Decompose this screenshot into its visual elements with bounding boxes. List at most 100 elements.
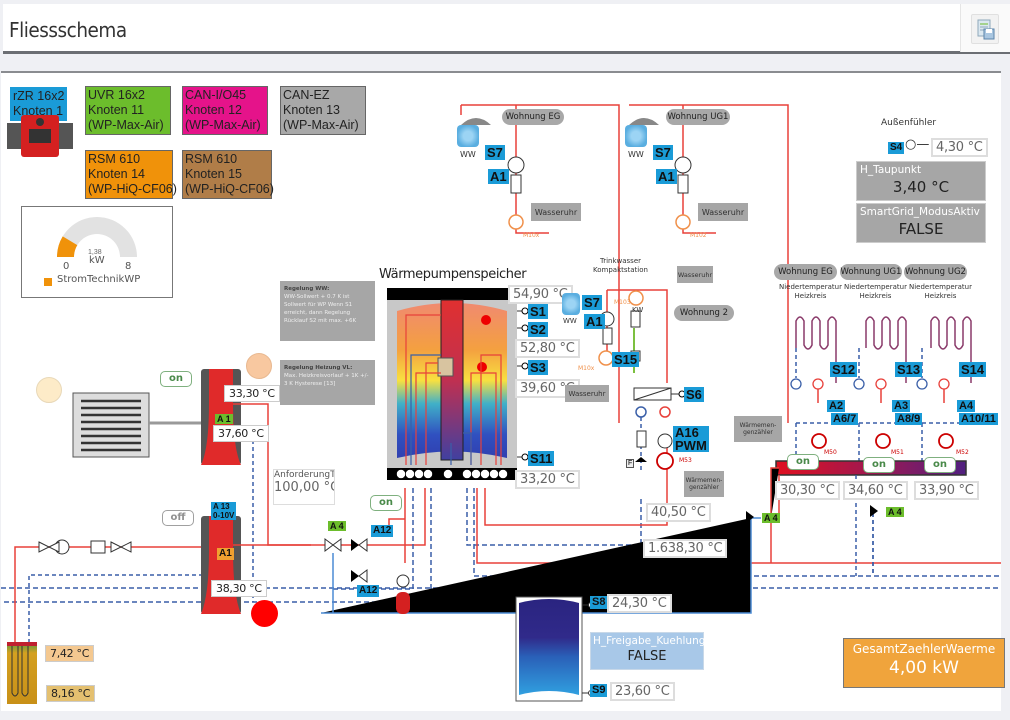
mixer-a10-11[interactable]: A10/11 xyxy=(959,413,998,425)
water-meter-note-eg: Wasseruhr xyxy=(531,203,581,221)
sensor-s6[interactable]: S6 xyxy=(684,387,704,402)
ww-label-station: WW xyxy=(563,317,577,325)
hc-apartment-ug2: Wohnung UG2 xyxy=(904,264,967,280)
meter-m103: M103 xyxy=(614,299,631,306)
sensor-s11[interactable]: S11 xyxy=(528,451,555,466)
save-layout-button[interactable] xyxy=(971,14,999,44)
meter-m52: M52 xyxy=(956,449,969,456)
outdoor-sensor-symbol: ○—‖ xyxy=(905,137,936,152)
mixer-a8-9[interactable]: A8/9 xyxy=(895,413,923,425)
sensor-s14[interactable]: S14 xyxy=(959,362,987,377)
toggle-hc-ug2[interactable]: on xyxy=(924,457,956,473)
sensor-s8[interactable]: S8 xyxy=(590,596,608,609)
smartgrid-box: SmartGrid_ModusAktiv FALSE xyxy=(856,203,986,243)
pump-a1-brine-hp[interactable]: A1 xyxy=(217,548,234,560)
toggle-storage-charging[interactable]: on xyxy=(370,495,402,511)
apartment-label-eg: Wohnung EG xyxy=(502,109,564,125)
sensor-s1[interactable]: S1 xyxy=(528,304,548,319)
sensor-s15[interactable]: S15 xyxy=(612,352,640,367)
pump-a3[interactable]: A3 xyxy=(892,400,911,412)
meter-m53: M53 xyxy=(679,457,692,464)
gauge-value-arc xyxy=(56,236,78,257)
ground-temp-1: 7,42 °C xyxy=(45,645,95,662)
meter-label-eg: M10x xyxy=(523,232,540,239)
request-temp-label: AnforderungTe xyxy=(274,470,334,480)
outdoor-sensor-title: Außenfühler xyxy=(881,118,937,128)
sensor-s4[interactable]: S4 xyxy=(888,142,905,154)
storage-temp-s2: 52,80 °C xyxy=(515,339,580,358)
apartment-label-ug1: Wohnung UG1 xyxy=(666,109,730,125)
buffer-temp-s8: 24,30 °C xyxy=(607,594,672,613)
buffer-temp-s9: 23,60 °C xyxy=(610,682,675,701)
brine-heat-pump-unit xyxy=(201,516,241,614)
sensor-s3[interactable]: S3 xyxy=(528,360,548,375)
shower-icon xyxy=(562,293,580,315)
alarm-indicator xyxy=(251,600,278,627)
dewpoint-label: H_Taupunkt xyxy=(860,164,922,176)
toggle-air-heat-pump[interactable]: on xyxy=(160,371,192,387)
sensor-s12[interactable]: S12 xyxy=(830,362,858,377)
meter-m51: M51 xyxy=(891,449,904,456)
heat-meter-note-hc: Wärmemen-genzähler xyxy=(734,416,782,442)
water-meter-note-left: Wasseruhr xyxy=(565,385,609,402)
pump-a1-eg[interactable]: A1 xyxy=(488,169,509,184)
smartgrid-label: SmartGrid_ModusAktiv xyxy=(860,206,980,218)
cooling-release-label: H_Freigabe_Kuehlung xyxy=(593,635,706,647)
valve-a4-hc-left[interactable]: A 4 xyxy=(762,513,780,523)
total-heat-value: 4,00 kW xyxy=(889,658,959,678)
dewpoint-box: H_Taupunkt 3,40 °C xyxy=(856,161,986,201)
valve-a4-hc-right[interactable]: A 4 xyxy=(886,507,904,517)
save-layout-icon xyxy=(977,19,995,40)
sensor-s13[interactable]: S13 xyxy=(895,362,923,377)
gauge-max: 8 xyxy=(125,261,132,272)
valve-a12-top[interactable]: A12 xyxy=(371,525,394,537)
meter-m10x-station: M10x xyxy=(578,365,595,372)
pump-a2[interactable]: A2 xyxy=(827,400,846,412)
cooling-release-value: FALSE xyxy=(627,649,667,664)
sensor-s7-station[interactable]: S7 xyxy=(582,295,602,310)
total-heat-label: GesamtZaehlerWaerme xyxy=(852,642,996,656)
shower-icon xyxy=(625,125,647,147)
pump-a4[interactable]: A4 xyxy=(957,400,976,412)
toggle-brine-heat-pump[interactable]: off xyxy=(162,510,194,526)
apartment-eg-hydraulics xyxy=(460,104,620,423)
gauge-legend-label: StromTechnikWP xyxy=(57,274,141,285)
apartment-ug1-hydraulics xyxy=(629,104,789,423)
temp-return-station: 40,50 °C xyxy=(646,503,711,522)
sensor-s7-ug1[interactable]: S7 xyxy=(653,145,673,160)
ground-temp-2: 8,16 °C xyxy=(46,685,96,702)
pump-a1-station[interactable]: A1 xyxy=(584,314,605,329)
sensor-s7-eg[interactable]: S7 xyxy=(485,145,505,160)
water-meter-note-top: Wasseruhr xyxy=(677,266,713,283)
storage-temp-top: 54,90 °C xyxy=(508,285,573,304)
sensor-s2[interactable]: S2 xyxy=(528,322,548,337)
hc-apartment-eg: Wohnung EG xyxy=(774,264,837,280)
mixer-a6-7[interactable]: A6/7 xyxy=(831,413,859,425)
f-label: F xyxy=(626,459,635,468)
power-gauge-widget[interactable]: 1,38 kW 0 8 StromTechnikWP xyxy=(21,206,173,298)
sensor-s9[interactable]: S9 xyxy=(590,684,608,697)
smartgrid-value: FALSE xyxy=(898,220,944,238)
toggle-hc-ug1[interactable]: on xyxy=(863,457,895,473)
valve-a12-bottom[interactable]: A12 xyxy=(357,585,380,597)
air-heat-pump-outdoor-unit xyxy=(72,392,201,458)
dewpoint-value: 3,40 °C xyxy=(892,178,950,196)
kw-label: KW xyxy=(632,306,644,314)
toggle-hc-eg[interactable]: on xyxy=(787,454,819,470)
status-indicator-outdoor xyxy=(36,377,62,403)
valve-a4[interactable]: A 4 xyxy=(328,521,346,531)
pump-a1-air-hp[interactable]: A 1 xyxy=(215,414,233,424)
gauge-min: 0 xyxy=(63,261,70,272)
ww-label-ug1: WW xyxy=(628,150,644,159)
pump-a1-ug1[interactable]: A1 xyxy=(656,169,677,184)
